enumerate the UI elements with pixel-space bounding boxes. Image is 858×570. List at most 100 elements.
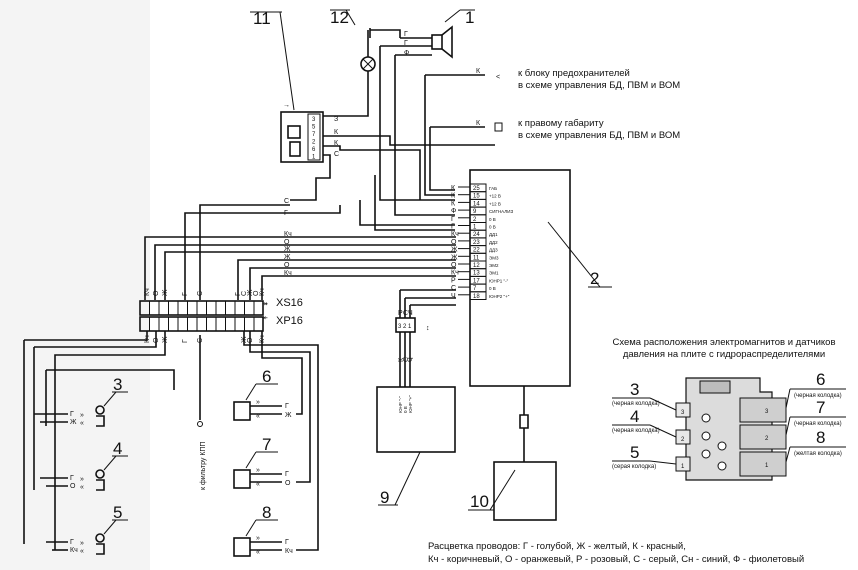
svg-text:<: < (496, 74, 500, 81)
unit2-pin-number: 7 (473, 286, 477, 292)
unit-9 (376, 386, 456, 453)
callout-sensor: 3 (113, 375, 122, 394)
relay-wire-z: З (334, 116, 338, 123)
bus-wire-label: О (284, 262, 290, 269)
unit2-pin-number: 2 (473, 217, 477, 223)
inset-right-caption: (желтая колодка) (794, 451, 842, 457)
inset-left-num: 5 (630, 443, 639, 462)
svg-text:↞: ↞ (262, 315, 268, 322)
unit-2-leader (547, 221, 601, 288)
unit2-wire-label: О (451, 262, 457, 269)
unit2-wire-label: К (451, 185, 456, 192)
sensor-wire-label: Кч (70, 547, 78, 554)
relay-pin-number: 6 (312, 147, 316, 153)
unit2-pin-signal: 0 В (489, 225, 496, 230)
unit2-pin-signal: 0 В (489, 217, 496, 222)
magnet-wire-label: Г (285, 403, 289, 410)
unit2-pin-signal: ЭМ1 (489, 271, 499, 276)
unit2-pin-signal: ГАБ (489, 186, 497, 191)
unit2-pin-number: 9 (473, 209, 477, 215)
note-filter-kpp: к фильтру КПП (200, 442, 207, 490)
unit2-pin-number: 25 (473, 186, 480, 192)
inset-left-caption: (черная колодка) (612, 401, 660, 407)
note-fuse-line2: в схеме управления БД, ПВМ и ВОМ (518, 80, 680, 91)
xp16-wire-label: Г (182, 339, 189, 343)
unit2-wire-label: С (451, 285, 456, 292)
unit2-pin-number: 1 (473, 225, 477, 231)
unit2-pin-number: 22 (473, 248, 480, 254)
inset-right-caption: (черная колодка) (794, 421, 842, 427)
pressure-sensor-icon (95, 405, 105, 415)
inset-slot-left: 2 (681, 437, 685, 443)
unit2-pin-cell (469, 291, 487, 300)
inset-slot-left: 3 (681, 410, 685, 416)
inset-left-num: 3 (630, 380, 639, 399)
note-fuse-line1: к блоку предохранителей (518, 68, 630, 79)
sensor-wire-label: О (70, 483, 76, 490)
unit9-inner-label: 0 В (403, 406, 408, 413)
unit-10 (493, 461, 557, 521)
xs16-wire-label: С (197, 291, 204, 296)
svg-text:»: » (256, 535, 260, 542)
callout-sensor: 4 (113, 439, 122, 458)
note-marker-line1: к правому габариту (518, 118, 604, 129)
bus-wire (144, 236, 456, 300)
buzzer-wire-3: Ф (404, 50, 409, 57)
relay-arrow: → (283, 102, 290, 109)
sensor-wire-label: Ж (70, 419, 77, 426)
magnet-wire-label: Ж (285, 412, 292, 419)
svg-text:«: « (256, 413, 260, 420)
relay-wire-k1: К (334, 129, 339, 136)
relay-pin-number: 7 (312, 132, 316, 138)
inset-right-num: 7 (816, 398, 825, 417)
unit9-wire-bottom: С (403, 357, 410, 362)
buzzer-1 (431, 25, 453, 59)
xs16-wire-label: Ж (162, 289, 169, 296)
svg-text:»: » (256, 467, 260, 474)
callout-10: 10 (470, 492, 489, 511)
bus-wire (154, 244, 456, 300)
xs16-wire-label: С (241, 291, 248, 296)
unit2-wire-label: О (451, 239, 457, 246)
inset-left-caption: (серая колодка) (612, 464, 656, 470)
unit2-pin-signal: 0 В (489, 286, 496, 291)
svg-text:»: » (80, 476, 84, 483)
inset-labels: 3(черная колодка)4(черная колодка)5(сера… (612, 370, 846, 470)
unit9-wire-top: Ч (408, 310, 413, 317)
svg-text:»: » (80, 412, 84, 419)
bus-wire-label: Ж (284, 254, 291, 261)
bus-wire-label: О (284, 239, 290, 246)
note-marker-line2: в схеме управления БД, ПВМ и ВОМ (518, 130, 680, 141)
unit2-wire-label: Г (451, 224, 455, 231)
unit9-pin-number: 2 (403, 324, 407, 330)
unit9-wire-bottom: Ч (408, 357, 415, 362)
unit-2-box (469, 169, 571, 387)
svg-text:«: « (80, 548, 84, 555)
inset-left-num: 4 (630, 407, 639, 426)
unit2-wire-label: Ф (451, 208, 456, 215)
sensor-wire-label: Г (70, 411, 74, 418)
unit2-pin-signal: +12 В (489, 194, 501, 199)
unit2-pin-number: 23 (473, 240, 480, 246)
relay-pin-number: 1 (312, 155, 316, 161)
inset-slot-right: 1 (765, 463, 769, 469)
bus-wire-label: Ж (284, 246, 291, 253)
valve-plate (675, 377, 787, 481)
relay-pin-number: 5 (312, 125, 316, 131)
magnet-wire-label: Кч (285, 548, 293, 555)
unit2-pin-signal: ЮНР2 "+" (489, 294, 510, 299)
xs16-wire-label: О (153, 290, 160, 296)
left-page-margin (0, 0, 150, 570)
svg-text:»: » (80, 540, 84, 547)
unit2-wire-label: Кч (451, 270, 459, 277)
callout-9: 9 (380, 488, 389, 507)
svg-text:«: « (256, 549, 260, 556)
bus-wire-label: Кч (284, 270, 292, 277)
svg-text:»: » (256, 399, 260, 406)
unit9-pin-number: 3 (398, 324, 402, 330)
bus-wire-label: Кч (284, 231, 292, 238)
svg-text:«: « (256, 481, 260, 488)
inset-slot-right: 2 (765, 436, 769, 442)
